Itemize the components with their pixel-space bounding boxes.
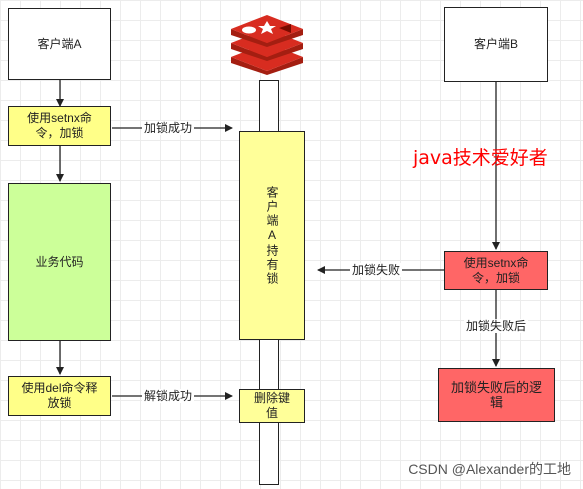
redis-delete-key-box: 删除键值 bbox=[239, 389, 305, 423]
label-after-fail: 加锁失败后 bbox=[464, 319, 529, 333]
client-b-box: 客户端B bbox=[444, 7, 548, 82]
client-a-setnx-label: 使用setnx命令，加锁 bbox=[27, 111, 92, 140]
label-lock-fail: 加锁失败 bbox=[350, 263, 403, 277]
client-a-del-label: 使用del命令释放锁 bbox=[21, 381, 98, 410]
label-unlock-success: 解锁成功 bbox=[142, 389, 195, 403]
brand-text: java技术爱好者 bbox=[413, 147, 548, 169]
client-b-title: 客户端B bbox=[473, 37, 518, 51]
business-code-label: 业务代码 bbox=[35, 254, 84, 269]
client-b-setnx-step: 使用setnx命令，加锁 bbox=[444, 251, 548, 290]
redis-logo-icon bbox=[231, 15, 303, 75]
watermark: CSDN @Alexander的工地 bbox=[408, 461, 571, 477]
client-b-fail-logic-box: 加锁失败后的逻辑 bbox=[438, 368, 555, 422]
client-a-del-step: 使用del命令释放锁 bbox=[8, 376, 111, 416]
client-a-box: 客户端A bbox=[8, 8, 111, 80]
redis-hold-box: 客户端A持有锁 bbox=[239, 131, 305, 340]
label-lock-success: 加锁成功 bbox=[142, 121, 195, 135]
redis-hold-label: 客户端A持有锁 bbox=[265, 185, 279, 286]
client-b-setnx-label: 使用setnx命令，加锁 bbox=[463, 255, 529, 285]
client-b-fail-logic-label: 加锁失败后的逻辑 bbox=[450, 380, 542, 410]
client-a-title: 客户端A bbox=[37, 36, 82, 51]
business-code-box: 业务代码 bbox=[8, 183, 111, 341]
redis-delete-key-label: 删除键值 bbox=[254, 391, 291, 420]
client-a-setnx-step: 使用setnx命令，加锁 bbox=[8, 106, 111, 146]
